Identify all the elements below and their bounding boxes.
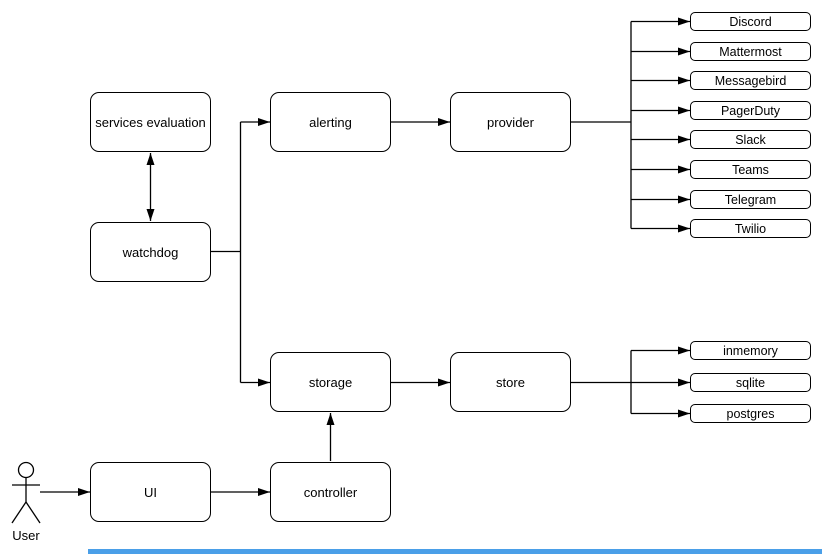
node-store-inmemory: inmemory — [690, 341, 811, 360]
node-store: store — [450, 352, 571, 412]
node-provider-discord: Discord — [690, 12, 811, 31]
node-ui: UI — [90, 462, 211, 522]
horizontal-scrollbar[interactable] — [88, 549, 822, 554]
node-provider-pagerduty: PagerDuty — [690, 101, 811, 120]
node-store-sqlite: sqlite — [690, 373, 811, 392]
user-actor-icon — [11, 461, 41, 524]
node-provider-telegram: Telegram — [690, 190, 811, 209]
node-provider-messagebird: Messagebird — [690, 71, 811, 90]
node-alerting: alerting — [270, 92, 391, 152]
node-watchdog: watchdog — [90, 222, 211, 282]
node-store-postgres: postgres — [690, 404, 811, 423]
node-storage: storage — [270, 352, 391, 412]
node-provider-twilio: Twilio — [690, 219, 811, 238]
edge-store-fanout — [571, 350, 632, 414]
node-provider-slack: Slack — [690, 130, 811, 149]
edge-watchdog-branch — [211, 122, 242, 383]
node-provider-teams: Teams — [690, 160, 811, 179]
node-provider-mattermost: Mattermost — [690, 42, 811, 61]
node-provider: provider — [450, 92, 571, 152]
user-actor-label: User — [12, 528, 40, 543]
node-controller: controller — [270, 462, 391, 522]
edge-provider-fanout — [571, 21, 632, 229]
node-services-evaluation: services evaluation — [90, 92, 211, 152]
